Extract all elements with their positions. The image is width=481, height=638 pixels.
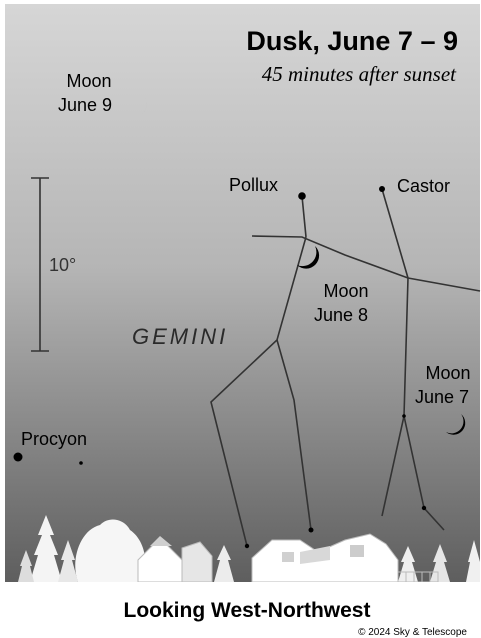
- moon-label-line2: June 9: [58, 95, 112, 115]
- star-dot: [79, 461, 83, 465]
- chart-subtitle: 45 minutes after sunset: [262, 62, 457, 86]
- star-dot: [308, 527, 314, 533]
- moon-label-line1: Moon: [66, 71, 111, 91]
- sky-background: [5, 4, 480, 590]
- scale-label: 10°: [49, 255, 76, 275]
- star-label-pollux: Pollux: [229, 175, 278, 195]
- copyright-credit: © 2024 Sky & Telescope: [358, 627, 467, 638]
- moon-crescent-icon: [297, 246, 320, 269]
- scale-bar: [31, 177, 49, 352]
- star-dot: [421, 505, 427, 511]
- constellation-label: GEMINI: [132, 324, 228, 349]
- ground: [5, 582, 480, 638]
- moon-label-line1: Moon: [323, 281, 368, 301]
- star-pollux-dot: [298, 192, 306, 200]
- star-dot: [244, 543, 250, 549]
- moon-label-line2: June 8: [314, 305, 368, 325]
- star-dot: [402, 414, 406, 418]
- moon-label-line2: June 7: [415, 387, 469, 407]
- star-castor-dot: [379, 186, 385, 192]
- horizon-landscape: [18, 515, 480, 583]
- moon-label-line1: Moon: [425, 363, 470, 383]
- direction-label: Looking West-Northwest: [124, 599, 371, 622]
- star-label-procyon: Procyon: [21, 429, 87, 449]
- moon-crescent-icon: [446, 414, 466, 435]
- star-procyon-dot: [13, 452, 23, 462]
- star-label-castor: Castor: [397, 176, 450, 196]
- chart-title: Dusk, June 7 – 9: [246, 26, 458, 56]
